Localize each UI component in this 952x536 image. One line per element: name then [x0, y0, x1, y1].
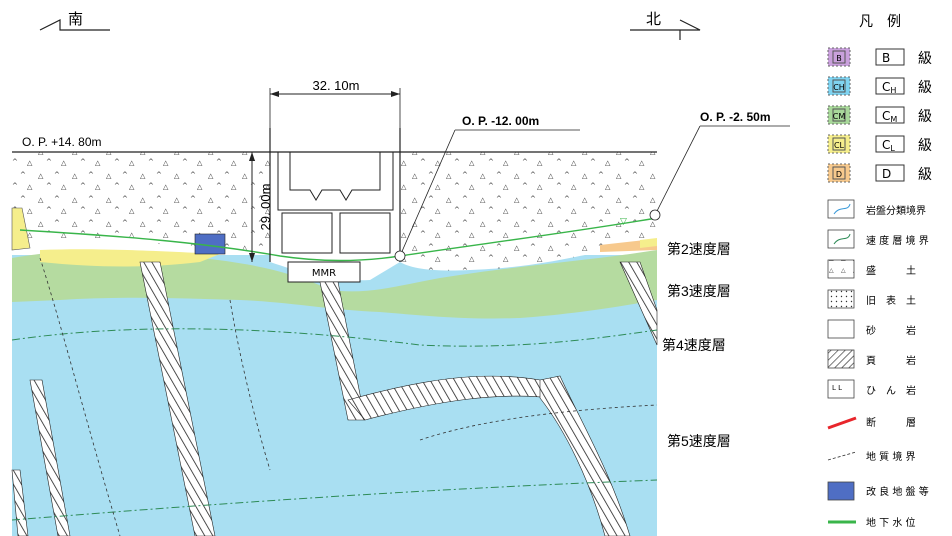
grade-swatch-code-1: CH: [833, 83, 845, 92]
legend-velocity-boundary: 速 度 層 境 界: [866, 234, 929, 247]
legend-groundwater: 地 下 水 位: [866, 516, 916, 529]
grade-code-box-3: [875, 135, 905, 153]
mmr-label: MMR: [312, 268, 336, 279]
grade-swatch-code-0: B: [836, 54, 842, 63]
shale-band-5: [619, 261, 658, 346]
fill-icon: [827, 259, 855, 279]
legend-improved-ground: 改 良 地 盤 等: [866, 485, 929, 498]
velocity-layer-3: 第3速度層: [667, 283, 731, 299]
groundwater-marker: ▽: [620, 217, 627, 227]
geologic-boundary-1: [39, 257, 121, 536]
grade-swatch-code-box-3: [832, 137, 846, 151]
cl-grade-patch-north: [640, 238, 657, 248]
structure-section: [277, 152, 394, 254]
grade-code-box-4: [875, 164, 905, 182]
grade-code-4: D: [882, 167, 891, 181]
compass-north: 北: [630, 10, 701, 40]
north-arrow-icon: [630, 19, 701, 40]
grade-swatch-code-4: D: [836, 170, 842, 179]
sandstone-icon: [827, 319, 855, 339]
grade-swatch-code-box-2: [832, 108, 846, 122]
width-dimension: 32. 10m: [313, 78, 360, 93]
compass-south: 南: [39, 10, 110, 31]
legend-porphyrite: ひ ん 岩: [866, 384, 916, 397]
height-dimension: 29. 00m: [258, 184, 273, 231]
south-label: 南: [68, 10, 83, 28]
ground-level-label: O. P. +14. 80m: [22, 135, 102, 149]
groundwater-level-label: O. P. -2. 50m: [700, 110, 770, 124]
base-level-label: O. P. -12. 00m: [462, 114, 539, 128]
geologic-boundary-2: [229, 299, 271, 471]
geologic-boundary-3: [419, 404, 658, 441]
north-label: 北: [646, 10, 661, 28]
geologic-boundary-icon: [827, 451, 857, 461]
legend-fill: 盛 土: [866, 264, 916, 277]
excavation: [270, 152, 400, 281]
legend-symbols: 岩盤分類境界 速 度 層 境 界 盛 土 旧 表 土 砂 岩 頁 岩 ᒪ ᒪ ひ…: [827, 199, 929, 529]
grade-code-box-0: [875, 48, 905, 66]
velocity-boundary-2: [11, 479, 658, 521]
grade-code-box-1: [875, 77, 905, 95]
fault-icon: [827, 416, 857, 430]
porphyrite-icon: [827, 379, 855, 399]
velocity-layer-4: 第4速度層: [662, 337, 726, 353]
grade-label-0: 級: [918, 51, 932, 67]
grade-swatch-code-box-4: [832, 166, 846, 180]
shale-band-6: [29, 379, 71, 536]
dimensions: 32. 10m 29. 00m O. P. +14. 80m O. P. -12…: [22, 78, 790, 262]
velocity-boundary-1: [11, 328, 658, 347]
fill-layer-north: [400, 152, 657, 271]
velocity-layer-2: 第2速度層: [667, 241, 731, 257]
grade-label-1: 級: [918, 80, 932, 96]
grade-swatch-code-box-1: [832, 79, 846, 93]
svg-text:ᒪ ᒪ: ᒪ ᒪ: [832, 384, 842, 392]
improved-ground-icon: [827, 481, 855, 501]
groundwater-line: [19, 217, 658, 262]
section-body: MMR ▽: [11, 128, 658, 536]
legend-old-topsoil: 旧 表 土: [866, 294, 916, 307]
grade-label-3: 級: [918, 138, 932, 154]
shale-band-4: [539, 375, 631, 536]
cl-grade-patch: [11, 207, 31, 251]
cm-grade-layer: [12, 250, 657, 319]
velocity-layer-labels: 第2速度層 第3速度層 第4速度層 第5速度層: [662, 241, 731, 449]
legend-rock-boundary: 岩盤分類境界: [866, 204, 926, 217]
cl-grade-patch-2: [40, 249, 220, 267]
legend-sandstone: 砂 岩: [866, 324, 916, 337]
fill-layer: [12, 152, 270, 251]
grade-code-box-2: [875, 106, 905, 124]
legend-fault: 断 層: [866, 416, 916, 429]
grade-code-0: B: [882, 51, 890, 65]
grade-swatch-code-3: CL: [834, 141, 845, 150]
grade-label-2: 級: [918, 109, 932, 125]
old-topsoil-icon: [827, 289, 855, 309]
grade-swatch-code-box-0: [832, 50, 846, 64]
velocity-layer-5: 第5速度層: [667, 433, 731, 449]
legend-title: 凡 例: [859, 14, 901, 30]
grade-swatch-code-2: CM: [833, 112, 846, 121]
grade-label-4: 級: [918, 167, 932, 183]
legend-geologic-boundary: 地 質 境 界: [866, 450, 916, 463]
legend-shale: 頁 岩: [866, 354, 916, 367]
south-arrow-icon: [39, 19, 110, 31]
shale-icon: [827, 349, 855, 369]
shale-band-1: [139, 261, 216, 536]
